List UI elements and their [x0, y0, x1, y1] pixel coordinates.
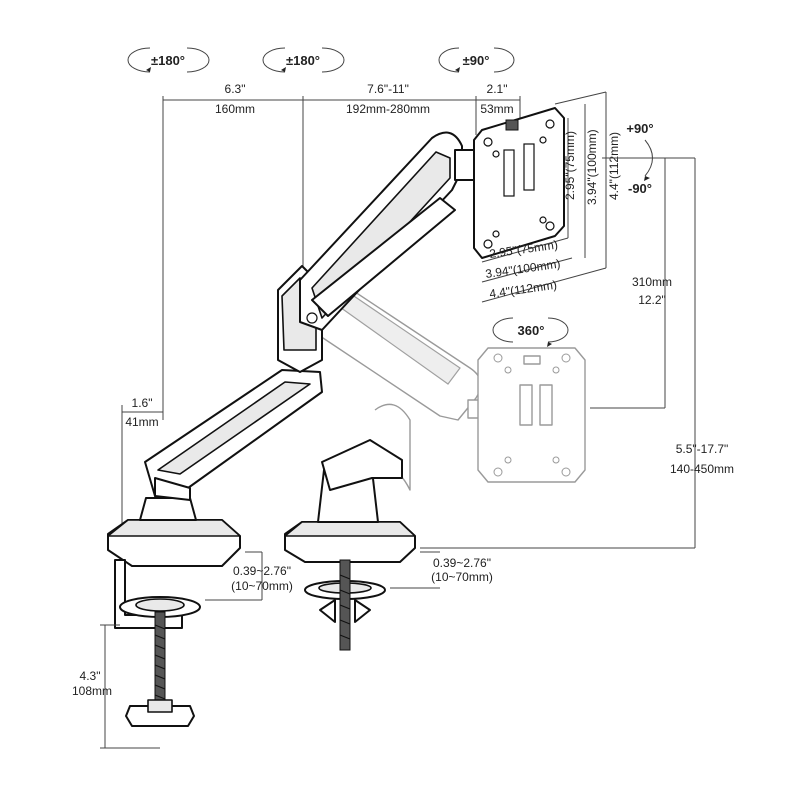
- head-tilt-label: ±90°: [463, 53, 490, 68]
- base-offset-in: 1.6": [132, 396, 153, 410]
- vesa-plate-rotated: [477, 347, 586, 483]
- tilt-arrow-icon: [438, 47, 460, 73]
- upper-arm-gas-spring: [299, 131, 463, 331]
- base-swivel-label: ±180°: [151, 53, 185, 68]
- elbow-swivel-badge: ±180°: [262, 47, 345, 73]
- base-swivel-badge: ±180°: [127, 47, 210, 73]
- clamp-range-right-in: 0.39~2.76": [433, 556, 491, 570]
- clamp-depth-mm: 108mm: [72, 684, 112, 698]
- head-tilt-badge: ±90°: [438, 47, 515, 73]
- rotation-arrow-icon: [127, 47, 151, 73]
- lower-arm: [144, 369, 323, 501]
- head-rotate-label: 360°: [518, 323, 545, 338]
- vesa-h-112: 4.4"(112mm): [488, 278, 557, 301]
- total-height-mm: 140-450mm: [670, 462, 734, 476]
- lower-arm-length-mm: 160mm: [215, 102, 255, 116]
- vesa-dimension-frames: [481, 91, 607, 303]
- head-offset-mm: 53mm: [480, 102, 513, 116]
- lower-arm-length-in: 6.3": [225, 82, 246, 96]
- clamp-range-left-mm: (10~70mm): [231, 579, 293, 593]
- vesa-v-112: 4.4"(112mm): [607, 132, 621, 200]
- head-rotate-badge: 360°: [492, 317, 569, 347]
- arm-lowered-position: [319, 281, 586, 491]
- vesa-plate: [473, 107, 565, 259]
- vesa-v-75: 2.95"(75mm): [563, 131, 577, 200]
- vesa-v-100: 3.94"(100mm): [585, 129, 599, 205]
- height-adjust-mm: 310mm: [632, 275, 672, 289]
- upper-arm-length-mm: 192mm-280mm: [346, 102, 430, 116]
- rotate-down-label: -90°: [628, 181, 652, 196]
- head-offset-in: 2.1": [487, 82, 508, 96]
- rotation-arrow-icon: [262, 47, 286, 73]
- base-offset-mm: 41mm: [125, 415, 158, 429]
- total-height-in: 5.5"-17.7": [676, 442, 729, 456]
- rotate-up-label: +90°: [626, 121, 653, 136]
- elbow-swivel-label: ±180°: [286, 53, 320, 68]
- height-adjust-in: 12.2": [638, 293, 666, 307]
- right-grommet-base: [284, 439, 416, 651]
- upper-arm-length-in: 7.6"-11": [367, 82, 409, 96]
- vesa-h-100: 3.94"(100mm): [484, 257, 561, 281]
- left-clamp-base: [107, 497, 241, 727]
- clamp-range-right-mm: (10~70mm): [431, 570, 493, 584]
- rotation-arrow-icon: [492, 317, 514, 343]
- clamp-depth-in: 4.3": [80, 669, 101, 683]
- clamp-range-left-in: 0.39~2.76": [233, 564, 291, 578]
